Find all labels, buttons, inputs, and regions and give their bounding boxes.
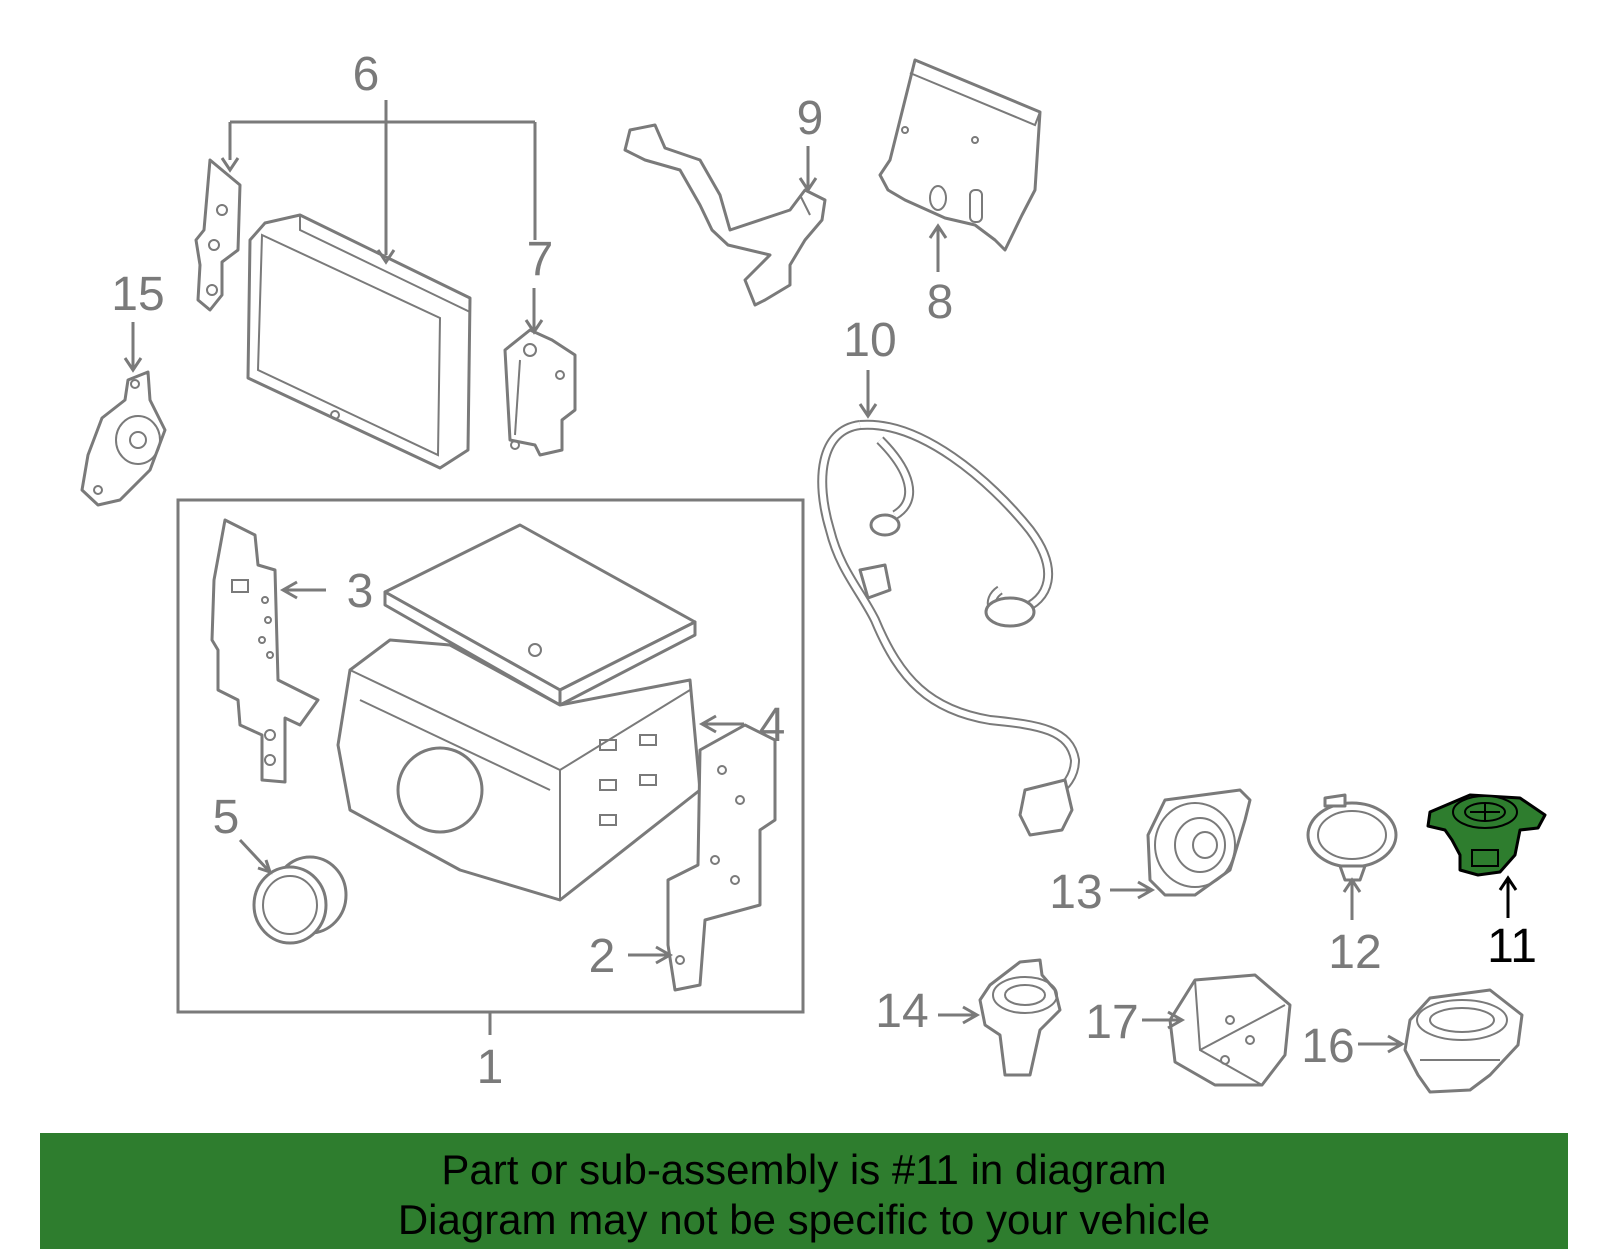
part-10-harness[interactable]: [817, 419, 1081, 837]
part-8-module[interactable]: [878, 58, 1042, 252]
callout-9: 9: [797, 92, 824, 145]
callout-15: 15: [111, 268, 164, 321]
callout-14: 14: [875, 985, 928, 1038]
part-15-callout: 15: [111, 268, 165, 373]
callout-13: 13: [1049, 866, 1102, 919]
part-12-callout: 12: [1328, 877, 1382, 979]
part-8-callout: 8: [927, 223, 954, 329]
part-15-tweeter[interactable]: [80, 370, 167, 507]
part-13-speaker[interactable]: [1146, 788, 1252, 897]
part-2-callout: 2: [589, 930, 674, 983]
callout-3: 3: [347, 565, 374, 618]
part-2-bracket[interactable]: [666, 723, 777, 992]
part-9-callout: 9: [797, 92, 824, 193]
part-9-cable[interactable]: [623, 123, 827, 307]
callout-12: 12: [1328, 926, 1381, 979]
part-13-callout: 13: [1049, 866, 1156, 919]
part-6-display-assembly[interactable]: [194, 158, 472, 470]
part-1-callout: 1: [477, 1012, 504, 1094]
part-16-speaker[interactable]: [1403, 988, 1524, 1094]
part-10-callout: 10: [843, 314, 897, 419]
part-5-callout: 5: [213, 791, 273, 875]
banner-line-1: Part or sub-assembly is #11 in diagram: [441, 1146, 1167, 1193]
part-17-callout: 17: [1085, 996, 1186, 1049]
parts-diagram: 6 7 15 9: [80, 48, 1547, 1094]
callout-17: 17: [1085, 996, 1138, 1049]
callout-1: 1: [477, 1041, 504, 1094]
part-3-callout: 3: [279, 565, 374, 618]
callout-10: 10: [843, 314, 896, 367]
part-14-tweeter[interactable]: [978, 958, 1062, 1077]
part-5-knob[interactable]: [252, 855, 348, 945]
part-14-callout: 14: [875, 985, 981, 1038]
part-6-callout: 6: [220, 48, 537, 265]
part-17-module[interactable]: [1168, 973, 1292, 1087]
callout-8: 8: [927, 276, 954, 329]
info-banner: Part or sub-assembly is #11 in diagram D…: [40, 1133, 1568, 1249]
part-11-speaker-highlighted[interactable]: [1426, 793, 1547, 877]
callout-7: 7: [527, 233, 554, 286]
callout-6: 6: [353, 48, 380, 101]
part-16-callout: 16: [1301, 1020, 1406, 1073]
banner-line-2: Diagram may not be specific to your vehi…: [397, 1196, 1211, 1243]
callout-16: 16: [1301, 1020, 1354, 1073]
part-4-head-unit[interactable]: [336, 523, 702, 902]
callout-2: 2: [589, 930, 616, 983]
part-11-callout: 11: [1487, 875, 1537, 973]
part-12-speaker[interactable]: [1306, 793, 1398, 882]
part-7-bracket[interactable]: [503, 328, 577, 457]
callout-11: 11: [1487, 920, 1537, 973]
part-3-bracket[interactable]: [210, 518, 320, 784]
part-7-callout: 7: [524, 233, 554, 335]
callout-5: 5: [213, 791, 240, 844]
